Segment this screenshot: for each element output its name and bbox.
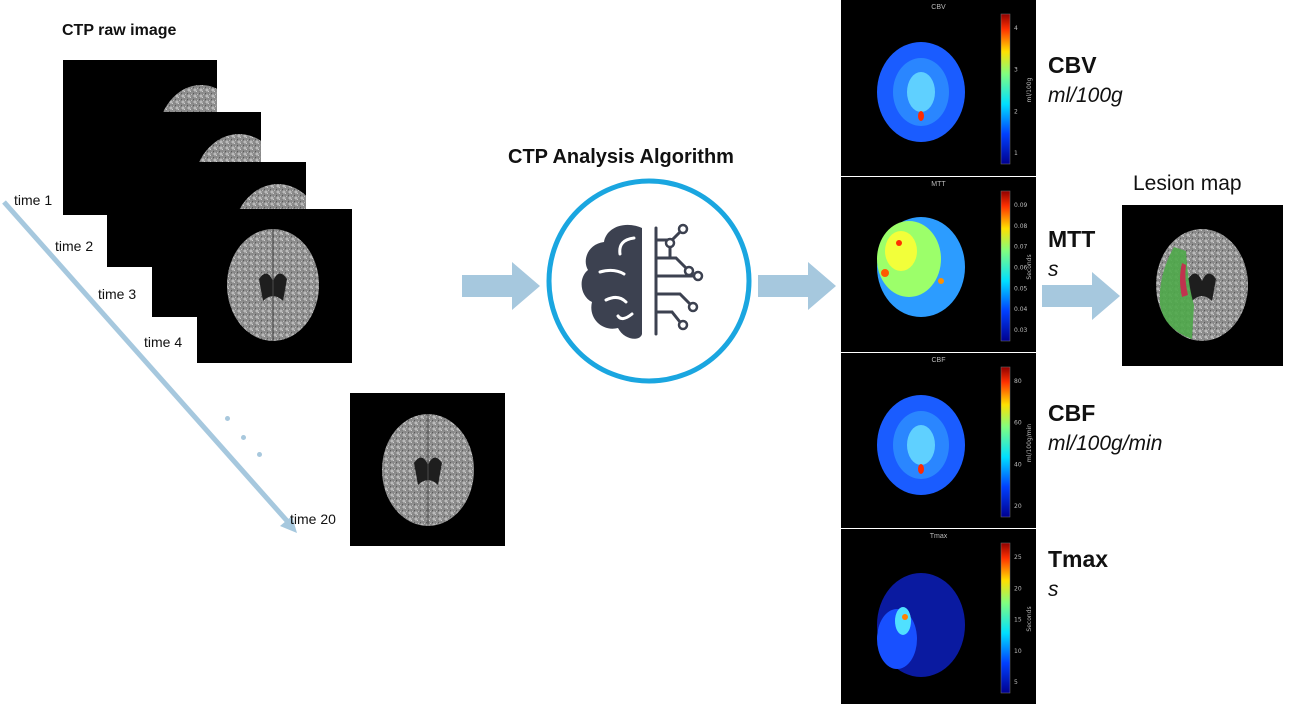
time-label-4: time 4	[144, 334, 183, 350]
time-label-2: time 2	[55, 238, 94, 254]
tmax-label: Tmax	[1048, 546, 1109, 572]
cbf-colorbar-tick: 80	[1014, 378, 1022, 385]
cbv-map-panel: CBV 4 3 2 1 ml/100g	[841, 0, 1036, 176]
cbf-colorbar-label: ml/100g/min	[1026, 424, 1033, 462]
tmax-colorbar-tick: 10	[1014, 648, 1022, 655]
cbv-unit: ml/100g	[1048, 84, 1123, 107]
mtt-label: MTT	[1048, 226, 1096, 252]
algorithm-title: CTP Analysis Algorithm	[508, 146, 734, 168]
mtt-colorbar-tick: 0.07	[1014, 244, 1028, 251]
arrow-to-maps	[758, 262, 836, 310]
cbv-colorbar-label: ml/100g	[1026, 77, 1033, 102]
tmax-colorbar-tick: 15	[1014, 617, 1022, 624]
time-axis-arrow	[2, 200, 297, 533]
tmax-colorbar-label: Seconds	[1026, 606, 1033, 631]
mtt-colorbar-label: Seconds	[1026, 254, 1033, 279]
raw-image-heading: CTP raw image	[62, 22, 177, 39]
cbv-colorbar-tick: 2	[1014, 108, 1018, 115]
cbf-colorbar-tick: 40	[1014, 461, 1022, 468]
ct-frame-4	[197, 209, 352, 363]
cbv-panel-title: CBV	[931, 4, 946, 11]
tmax-panel-title: Tmax	[929, 533, 948, 540]
arrow-to-lesion-map	[1042, 272, 1120, 320]
tmax-colorbar-tick: 20	[1014, 585, 1022, 592]
cbf-map-panel: CBF 80 60 40 20 ml/100g/min	[841, 353, 1036, 528]
cbf-unit: ml/100g/min	[1048, 432, 1163, 455]
arrow-to-algorithm	[462, 262, 540, 310]
tmax-unit: s	[1048, 578, 1059, 601]
mtt-colorbar-tick: 0.09	[1014, 202, 1028, 209]
mtt-colorbar-tick: 0.03	[1014, 327, 1028, 334]
lesion-map-title: Lesion map	[1133, 172, 1242, 195]
time-label-1: time 1	[14, 192, 53, 208]
cbv-label: CBV	[1048, 52, 1097, 78]
mtt-colorbar-tick: 0.05	[1014, 285, 1028, 292]
cbf-colorbar-tick: 20	[1014, 503, 1022, 510]
tmax-colorbar-tick: 25	[1014, 554, 1022, 561]
mtt-colorbar-tick: 0.08	[1014, 223, 1028, 230]
cbf-colorbar-tick: 60	[1014, 420, 1022, 427]
ct-frame-20	[350, 393, 505, 546]
lesion-map-image	[1122, 205, 1283, 366]
tmax-colorbar-tick: 5	[1014, 679, 1018, 686]
time-label-20: time 20	[290, 511, 336, 527]
mtt-panel-title: MTT	[931, 181, 946, 188]
mtt-colorbar-tick: 0.04	[1014, 306, 1028, 313]
tmax-map-panel: Tmax 25 20 15 10 5 Seconds	[841, 529, 1036, 704]
mtt-map-panel: MTT 0.09 0.08 0.07 0.06 0.05 0.04 0.03 Seconds	[841, 177, 1036, 352]
mtt-unit: s	[1048, 258, 1059, 281]
cbv-colorbar-tick: 1	[1014, 150, 1018, 157]
mtt-colorbar-tick: 0.06	[1014, 265, 1028, 272]
cbv-colorbar-tick: 4	[1014, 25, 1018, 32]
time-label-3: time 3	[98, 286, 137, 302]
cbf-panel-title: CBF	[931, 357, 946, 364]
cbv-colorbar-tick: 3	[1014, 67, 1018, 74]
brain-circuit-icon	[546, 178, 752, 384]
cbf-label: CBF	[1048, 400, 1096, 426]
